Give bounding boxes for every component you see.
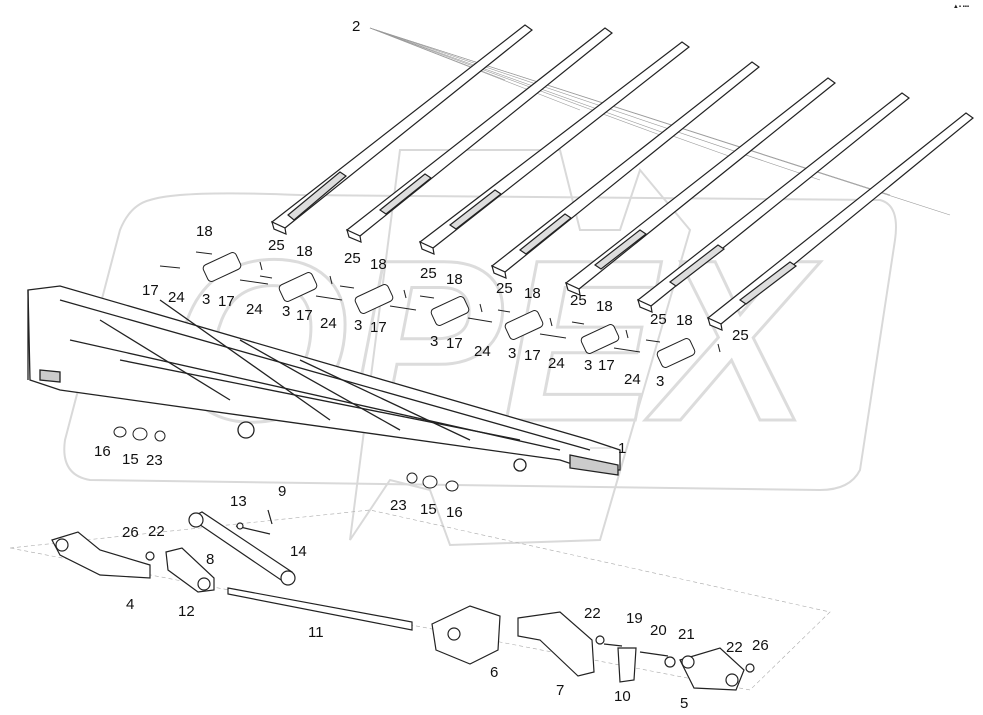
brackets-and-pins — [159, 251, 721, 368]
callout-c18g: 18 — [676, 312, 693, 329]
finger-5 — [564, 77, 836, 296]
lower-linkage — [51, 509, 755, 691]
bracket-part-6 — [431, 605, 501, 665]
callout-c17f: 17 — [524, 347, 541, 364]
callout-c25a: 25 — [268, 237, 285, 254]
bracket-set-3 — [339, 284, 417, 314]
callout-c3g: 3 — [656, 373, 665, 390]
callout-c17a: 17 — [142, 282, 159, 299]
callout-c24b: 24 — [246, 301, 263, 318]
callout-c18a: 18 — [196, 223, 213, 240]
leader-lines-2 — [369, 27, 951, 216]
pin-part-13 — [235, 522, 271, 535]
callout-c25d: 25 — [496, 280, 513, 297]
callout-c24c: 24 — [320, 315, 337, 332]
callout-c24e: 24 — [548, 355, 565, 372]
cylinder-part-14 — [188, 511, 296, 586]
bracket-set-5 — [497, 309, 567, 340]
callout-c17e: 17 — [446, 335, 463, 352]
callout-c3c: 3 — [354, 317, 363, 334]
corner-mark: ▲▪ ▪▪▪ — [952, 4, 969, 10]
callout-c23b: 23 — [390, 497, 407, 514]
bracket-part-10 — [617, 647, 637, 683]
callout-c17g: 17 — [598, 357, 615, 374]
callout-c13: 13 — [230, 493, 247, 510]
finger-4 — [490, 61, 760, 279]
fasteners-left — [113, 426, 166, 442]
callout-c5: 5 — [680, 695, 689, 712]
callout-c17d: 17 — [370, 319, 387, 336]
callout-c20: 20 — [650, 622, 667, 639]
callout-c17c: 17 — [296, 307, 313, 324]
callout-c18d: 18 — [446, 271, 463, 288]
callout-c26a: 26 — [122, 524, 139, 541]
callout-c24a: 24 — [168, 289, 185, 306]
callout-c25e: 25 — [570, 292, 587, 309]
finger-1 — [270, 24, 533, 235]
bracket-set-7 — [645, 338, 721, 368]
assembly-outline — [9, 509, 831, 691]
callout-c7: 7 — [556, 682, 565, 699]
fasteners-right — [406, 472, 459, 492]
callout-c24d: 24 — [474, 343, 491, 360]
callout-c14: 14 — [290, 543, 307, 560]
callout-c23a: 23 — [146, 452, 163, 469]
arm-part-4 — [51, 531, 151, 579]
fingers-part-2 — [270, 24, 974, 331]
callout-c25g: 25 — [732, 327, 749, 344]
callout-c3d: 3 — [430, 333, 439, 350]
bracket-set-6 — [571, 321, 641, 354]
washers-lower — [145, 551, 755, 673]
callout-c3e: 3 — [508, 345, 517, 362]
callout-c3b: 3 — [282, 303, 291, 320]
callout-c8: 8 — [206, 551, 215, 568]
callout-c21: 21 — [678, 626, 695, 643]
plate-part-7 — [517, 611, 595, 677]
callout-c9: 9 — [278, 483, 287, 500]
callout-c17b: 17 — [218, 293, 235, 310]
callout-c15b: 15 — [420, 501, 437, 518]
link-part-12 — [165, 547, 215, 593]
callout-c1: 1 — [618, 440, 627, 457]
callout-c19: 19 — [626, 610, 643, 627]
pin-part-9 — [267, 509, 273, 525]
callout-c3a: 3 — [202, 291, 211, 308]
callout-c24f: 24 — [624, 371, 641, 388]
finger-3 — [418, 41, 691, 255]
bracket-set-2 — [259, 272, 343, 302]
callout-c12: 12 — [178, 603, 195, 620]
callout-c3f: 3 — [584, 357, 593, 374]
callout-c18c: 18 — [370, 256, 387, 273]
frame-part-1 — [27, 285, 621, 476]
bracket-set-1 — [159, 251, 269, 285]
callout-c6: 6 — [490, 664, 499, 681]
callout-c11: 11 — [308, 624, 324, 641]
callout-c4: 4 — [126, 596, 135, 613]
finger-7 — [706, 112, 974, 331]
callout-c18b: 18 — [296, 243, 313, 260]
callout-c25c: 25 — [420, 265, 437, 282]
callout-c16b: 16 — [446, 504, 463, 521]
callout-c22b: 22 — [584, 605, 601, 622]
callout-c22a: 22 — [148, 523, 165, 540]
callout-c26b: 26 — [752, 637, 769, 654]
pins-lower — [603, 643, 669, 657]
callout-c25f: 25 — [650, 311, 667, 328]
callout-c16a: 16 — [94, 443, 111, 460]
callout-c10: 10 — [614, 688, 631, 705]
callout-c22c: 22 — [726, 639, 743, 656]
bracket-set-4 — [419, 295, 493, 326]
arm-part-5 — [679, 647, 745, 691]
callout-c2: 2 — [352, 18, 361, 35]
finger-6 — [636, 92, 910, 313]
finger-2 — [345, 27, 613, 243]
callout-c18e: 18 — [524, 285, 541, 302]
callout-c25b: 25 — [344, 250, 361, 267]
shaft-part-11 — [227, 587, 413, 631]
callout-c18f: 18 — [596, 298, 613, 315]
callout-c15a: 15 — [122, 451, 139, 468]
